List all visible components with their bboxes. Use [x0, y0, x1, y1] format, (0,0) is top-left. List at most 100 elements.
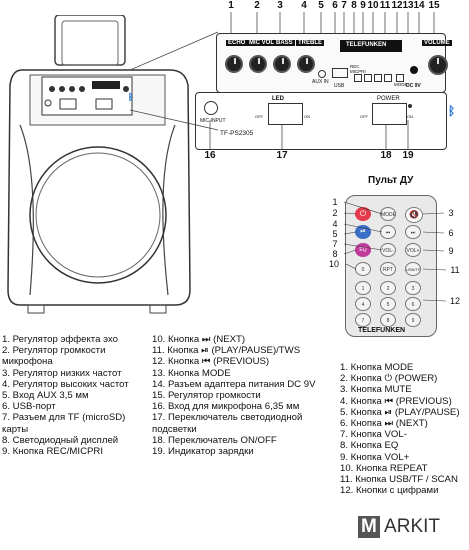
panel-bottom-box [195, 92, 447, 150]
mic-input-label: MIC INPUT [200, 118, 226, 124]
legend-item: 4. Кнопка ⏮ (PREVIOUS) [340, 395, 452, 407]
panel-bluetooth-icon: ᛒ [448, 104, 456, 118]
echo-knob[interactable] [225, 55, 243, 73]
remote-digit-5[interactable]: 5 [380, 297, 396, 311]
mode-button[interactable] [396, 74, 404, 82]
remote-callout-8: 8 [332, 249, 338, 259]
legend-item: 8. Светодиодный дисплей [2, 434, 119, 446]
play-button[interactable] [374, 74, 382, 82]
usb-label: USB [334, 83, 345, 89]
aux-jack[interactable] [318, 70, 326, 78]
remote-legend: 1. Кнопка MODE 2. Кнопка ⏻ (POWER) 3. Кн… [340, 362, 460, 496]
remote-callout-7: 7 [332, 239, 338, 249]
legend-item: 2. Кнопка ⏻ (POWER) [340, 373, 438, 385]
remote-callout-5: 5 [332, 229, 338, 239]
remote-digit-8[interactable]: 8 [380, 313, 396, 327]
remote-digit-7[interactable]: 7 [355, 313, 371, 327]
legend-item: 12. Кнопки с цифрами [340, 485, 439, 497]
remote-digit-0[interactable]: 0 [355, 262, 371, 276]
led-on-label: ON [304, 114, 310, 119]
legend-item: подсветки [152, 423, 197, 435]
legend-item: 16. Вход для микрофона 6,35 мм [152, 401, 300, 413]
callout-10: 10 [367, 0, 379, 11]
callout-19: 19 [402, 150, 414, 161]
legend-item: 5. Кнопка ⏯ (PLAY/PAUSE) [340, 406, 460, 418]
led-off-label: OFF [255, 114, 263, 119]
led-display [340, 40, 402, 52]
callout-5: 5 [318, 0, 324, 11]
watermark-text: ARKIT [379, 516, 441, 537]
knob-label-mic-vol: MIC VOL [247, 40, 276, 46]
legend-item: микрофона [2, 356, 53, 368]
callout-9: 9 [360, 0, 366, 11]
callout-13: 13 [402, 0, 414, 11]
usb-port[interactable] [332, 68, 348, 78]
power-label: POWER [377, 96, 400, 102]
prev-button[interactable] [364, 74, 372, 82]
legend-item: 12. Кнопка ⏮ (PREVIOUS) [152, 356, 270, 368]
remote-digit-1[interactable]: 1 [355, 281, 371, 295]
legend-item: 1. Кнопка MODE [340, 362, 414, 373]
remote-next-button[interactable]: ⏭ [405, 225, 421, 239]
dc-jack[interactable] [410, 66, 418, 74]
legend-item: 3. Регулятор низких частот [2, 367, 122, 379]
remote-callout-12: 12 [449, 296, 460, 306]
legend-item: 6. USB-порт [2, 401, 56, 413]
callout-18: 18 [380, 150, 392, 161]
bass-knob[interactable] [273, 55, 291, 73]
remote-callout-2: 2 [332, 208, 338, 218]
callout-1: 1 [228, 0, 234, 11]
callout-3: 3 [277, 0, 283, 11]
remote-callout-leaders [343, 201, 447, 302]
power-switch[interactable] [372, 103, 407, 125]
aux-label: AUX IN [312, 79, 329, 85]
callout-11: 11 [379, 0, 391, 11]
remote-vol-plus-button[interactable]: VOL+ [405, 243, 421, 257]
callout-16: 16 [204, 150, 216, 161]
dc-label: DC 9V [406, 83, 421, 89]
legend-item: 15. Регулятор громкости [152, 390, 261, 402]
legend-item: 9. Кнопка VOL+ [340, 451, 410, 463]
legend-item: 4. Регулятор высоких частот [2, 378, 129, 390]
legend-item: 7. Разъем для TF (microSD) [2, 412, 126, 424]
remote-prev-button[interactable]: ⏮ [380, 225, 396, 239]
rec-label: REC MICPRI [350, 64, 366, 74]
legend-item: 3. Кнопка MUTE [340, 384, 412, 396]
remote-digit-4[interactable]: 4 [355, 297, 371, 311]
callout-7: 7 [341, 0, 347, 11]
remote-digit-3[interactable]: 3 [405, 281, 421, 295]
remote-digit-2[interactable]: 2 [380, 281, 396, 295]
treble-knob[interactable] [297, 55, 315, 73]
legend-item: карты [2, 423, 29, 435]
remote-mute-button[interactable]: 🔇 [405, 207, 423, 223]
legend-item: 1. Регулятор эффекта эхо [2, 334, 118, 345]
power-on-label: ON [407, 114, 413, 119]
next-button[interactable] [384, 74, 392, 82]
remote-play-button[interactable]: ⏯ [355, 225, 371, 239]
model-label: TF-PS2305 [220, 130, 254, 137]
remote-mode-button[interactable]: MODE [380, 207, 396, 221]
bluetooth-icon: ᛒ [128, 92, 134, 102]
knob-label-bass: BASS [274, 40, 295, 46]
remote-repeat-button[interactable]: RPT [380, 262, 396, 276]
legend-item: 13. Кнопка MODE [152, 367, 231, 379]
remote-power-button[interactable]: ⏻ [355, 207, 371, 221]
remote-callout-10: 10 [328, 259, 339, 269]
knob-label-treble: TREBLE [296, 40, 324, 46]
remote-usb-tf-button[interactable]: USB/TF [405, 262, 421, 276]
mic-vol-knob[interactable] [249, 55, 267, 73]
mic-input-jack[interactable] [204, 101, 218, 115]
remote-digit-6[interactable]: 6 [405, 297, 421, 311]
callout-6: 6 [332, 0, 338, 11]
callout-17: 17 [276, 150, 288, 161]
remote-brand: TELEFUNKEN [358, 327, 406, 334]
speaker-illustration [7, 15, 191, 314]
volume-label: VOLUME [422, 40, 452, 46]
volume-knob[interactable] [428, 55, 448, 75]
legend-item: 8. Кнопка EQ [340, 440, 399, 452]
legend-item: 18. Переключатель ON/OFF [152, 434, 277, 446]
led-switch[interactable] [268, 103, 303, 125]
remote-digit-9[interactable]: 9 [405, 313, 421, 327]
rec-button[interactable] [354, 74, 362, 82]
remote-callout-4: 4 [332, 219, 338, 229]
